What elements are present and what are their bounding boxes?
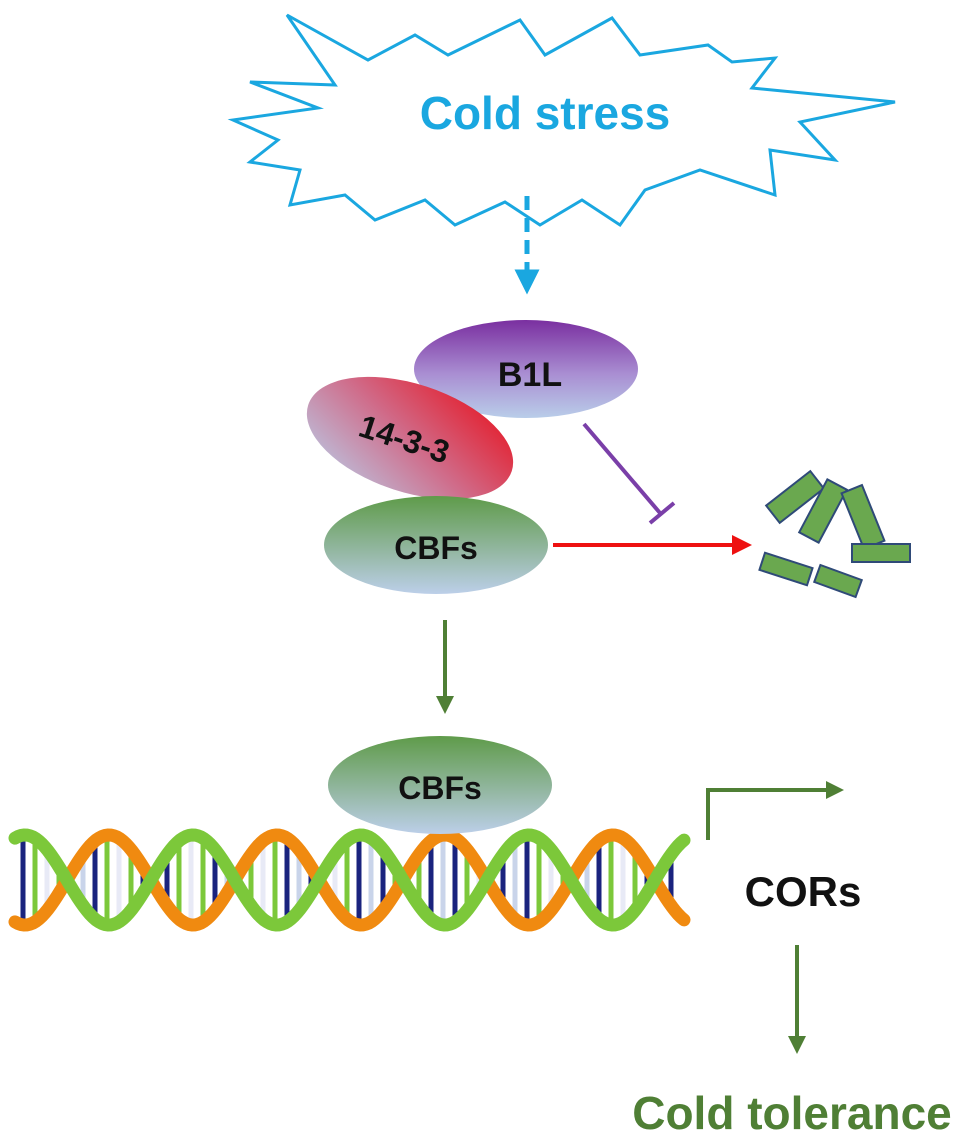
dna-strand-green	[8, 828, 691, 932]
fragment	[851, 543, 911, 563]
cors-label: CORs	[745, 868, 862, 915]
dna-bound-cbfs-ellipse	[328, 736, 552, 834]
transcription-start-arrow	[706, 781, 844, 840]
dna-bound-cbfs-label: CBFs	[398, 770, 482, 806]
b1l-inhibition	[582, 422, 676, 525]
fragment	[797, 477, 849, 545]
protein-14-3-3-ellipse	[306, 376, 514, 500]
burst-shape	[227, 13, 896, 228]
dna-bound-cbfs: CBFs	[328, 736, 552, 834]
inhibition-line	[582, 422, 662, 515]
protein-complex: B1L 14-3-3 CBFs	[306, 320, 638, 594]
cold-stress-burst: Cold stress	[227, 13, 896, 228]
cold-tolerance-label: Cold tolerance	[632, 1087, 952, 1138]
fragment	[812, 563, 864, 599]
inhibition-bar	[648, 501, 676, 525]
cbfs-complex-ellipse	[324, 496, 548, 594]
cold-stress-label: Cold stress	[420, 87, 671, 139]
b1l-label: B1L	[498, 356, 562, 394]
fragment	[758, 551, 814, 587]
degraded-cbfs-fragments	[758, 469, 911, 599]
cbfs-complex-label: CBFs	[394, 530, 478, 566]
b1l-ellipse	[414, 320, 638, 418]
dna-helix	[8, 828, 691, 932]
fragment	[764, 469, 826, 525]
fragment	[840, 483, 886, 551]
